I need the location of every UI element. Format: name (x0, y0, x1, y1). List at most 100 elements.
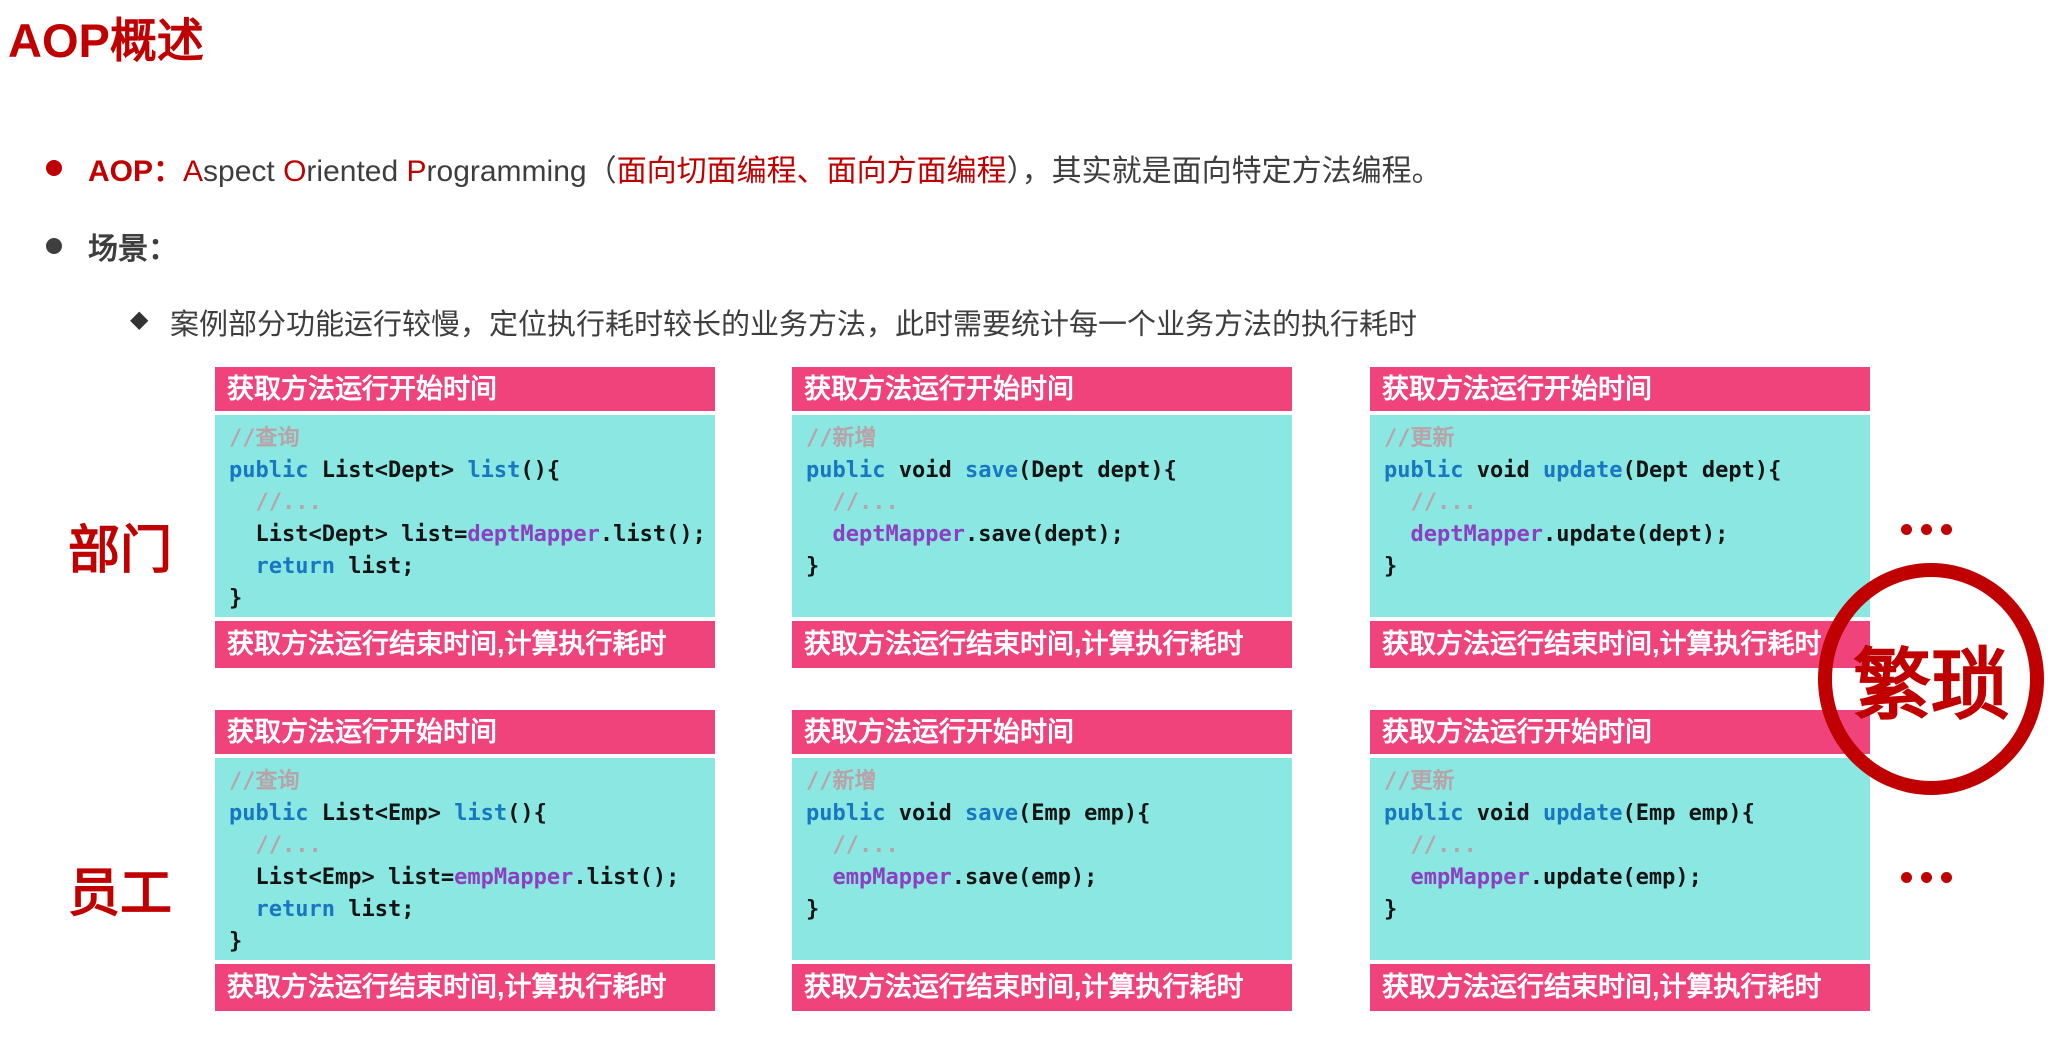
code-token: void (1463, 801, 1543, 826)
code-token: save (964, 801, 1018, 826)
code-line: } (229, 926, 715, 958)
ellipsis-dot-icon (1941, 524, 1952, 535)
definition-segment: O (283, 155, 307, 188)
ellipsis-dot-icon (1921, 524, 1932, 535)
code-token (1384, 865, 1411, 890)
code-line: deptMapper.update(dept); (1384, 519, 1870, 551)
aop-label: AOP： (88, 155, 184, 188)
ellipsis-dot-icon (1921, 872, 1932, 883)
code-line: public void update(Emp emp){ (1384, 798, 1870, 830)
code-token: .save(dept); (964, 522, 1124, 547)
code-line: } (806, 894, 1292, 926)
definition-segment: ），其实就是面向特定方法编程。 (1006, 155, 1442, 188)
block-footer-label: 获取方法运行结束时间,计算执行耗时 (1370, 621, 1870, 668)
code-line: //... (229, 487, 715, 519)
code-line: deptMapper.save(dept); (806, 519, 1292, 551)
code-line: //查询 (229, 423, 715, 455)
code-token: (){ (520, 458, 561, 483)
stamp-circle: 繁琐 (1818, 563, 2044, 795)
code-token: void (1463, 458, 1543, 483)
code-line: //... (806, 830, 1292, 862)
code-token: public (229, 801, 309, 826)
code-token: empMapper (832, 865, 952, 890)
code-token: deptMapper (832, 522, 965, 547)
definition-segment: rogramming（ (426, 155, 617, 188)
code-token: } (229, 929, 243, 954)
code-token: list; (334, 554, 415, 579)
code-line: //查询 (229, 766, 715, 798)
code-comment: //... (1384, 490, 1477, 515)
code-line: public List<Emp> list(){ (229, 798, 715, 830)
code-line: empMapper.save(emp); (806, 862, 1292, 894)
code-line: public void save(Dept dept){ (806, 455, 1292, 487)
code-token: void (885, 458, 965, 483)
code-token: List<Dept> (308, 458, 468, 483)
code-line: return list; (229, 551, 715, 583)
code-token: (){ (507, 801, 547, 826)
code-line: //新增 (806, 423, 1292, 455)
code-token: List<Emp> (308, 801, 455, 826)
code-comment: //... (806, 833, 899, 858)
code-line: } (229, 583, 715, 615)
scenario-label: 场景： (88, 233, 178, 266)
code-token: deptMapper (467, 522, 600, 547)
definition-segment: A (183, 155, 204, 188)
code-token: .list(); (573, 865, 680, 890)
code-token: .update(emp); (1529, 865, 1702, 890)
page-title: AOP概述 (8, 14, 204, 67)
code-line: } (1384, 551, 1870, 583)
block-footer-label: 获取方法运行结束时间,计算执行耗时 (215, 621, 715, 668)
code-token: deptMapper (1410, 522, 1543, 547)
code-snippet: //查询 public List<Emp> list(){ //... List<… (215, 758, 715, 960)
code-token: } (806, 554, 820, 579)
code-line: List<Emp> list=empMapper.list(); (229, 862, 715, 894)
code-token: (Dept dept){ (1017, 458, 1177, 483)
code-line: //... (229, 830, 715, 862)
code-token: public (1384, 458, 1464, 483)
code-token: .list(); (599, 522, 706, 547)
code-line: empMapper.update(emp); (1384, 862, 1870, 894)
code-snippet: //更新 public void update(Dept dept){ //...… (1370, 415, 1870, 617)
code-token: List<Emp> list= (229, 865, 455, 890)
code-token: (Emp emp){ (1622, 801, 1755, 826)
code-comment: //查询 (229, 426, 300, 451)
code-token: (Dept dept){ (1622, 458, 1782, 483)
stamp-label: 繁琐 (1852, 641, 2009, 729)
code-line: public void save(Emp emp){ (806, 798, 1292, 830)
code-comment: //... (229, 490, 322, 515)
code-comment: //查询 (229, 769, 300, 794)
code-comment: //... (1384, 833, 1477, 858)
ellipsis-dot-icon (1941, 872, 1952, 883)
code-token: update (1542, 458, 1623, 483)
scenario-description: 案例部分功能运行较慢，定位执行耗时较长的业务方法，此时需要统计每一个业务方法的执… (170, 309, 1418, 341)
code-comment: //... (806, 490, 899, 515)
code-token: public (806, 458, 886, 483)
row-label-dept: 部门 (67, 522, 172, 580)
code-token (806, 522, 833, 547)
code-token: public (806, 801, 886, 826)
code-token: } (229, 586, 243, 611)
code-token: public (229, 458, 309, 483)
code-token: update (1542, 801, 1623, 826)
code-comment: //新增 (806, 769, 877, 794)
row-label-emp: 员工 (67, 865, 172, 923)
code-token (229, 554, 256, 579)
block-header-label: 获取方法运行开始时间 (792, 710, 1292, 754)
code-snippet: //新增 public void save(Emp emp){ //... emp… (792, 758, 1292, 960)
code-comment: //更新 (1384, 426, 1455, 451)
code-token: return (255, 897, 335, 922)
code-token: return (255, 554, 335, 579)
code-token: list (467, 458, 521, 483)
diamond-bullet-icon: ◆ (130, 306, 149, 333)
ellipsis-dot-icon (1901, 524, 1912, 535)
code-token: } (1384, 554, 1398, 579)
code-block-emp-2: 获取方法运行开始时间 //新增 public void save(Emp emp){… (792, 710, 1292, 1011)
code-token: .update(dept); (1542, 522, 1729, 547)
